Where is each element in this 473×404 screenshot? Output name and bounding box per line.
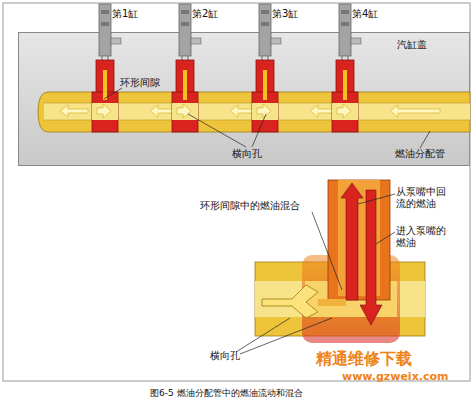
cylinder-label: 第2缸 [192,8,218,20]
caption: 图6-5 燃油分配管中的燃油流动和混合 [150,387,303,399]
mixing-stream [318,299,346,306]
part-name: 燃油分配管 [395,148,445,160]
flow-arrow [60,105,88,117]
supply-arrow [360,190,382,325]
part-name: 汽缸盖 [397,39,427,51]
part-name: 横向孔 [210,350,240,362]
watermark: 精通维修下载 [316,350,412,368]
part-name: 进入泵嘴的燃油 [396,225,448,249]
watermark: www.gzweix.com [342,371,448,383]
flow-arrow [150,105,175,117]
leader-line [104,88,122,99]
leader-line [358,194,395,204]
leader-line [376,232,395,244]
cylinder-label: 第1缸 [112,8,138,20]
leader-line [312,212,342,290]
mixing-arrow [262,285,318,318]
part-name: 从泵嘴中回流的燃油 [396,186,448,210]
part-name: 环形间隙 [120,77,160,89]
flow-arrow [390,105,440,117]
return-arrow [341,183,363,300]
cylinder-label: 第3缸 [272,8,298,20]
part-name: 横向孔 [232,148,262,160]
frame [3,3,470,381]
cylinder-label: 第4缸 [352,8,378,20]
leader-line [236,318,332,354]
flow-arrow [310,105,335,117]
flow-arrow [230,105,255,117]
part-name: 环形间隙中的燃油混合 [200,200,300,212]
